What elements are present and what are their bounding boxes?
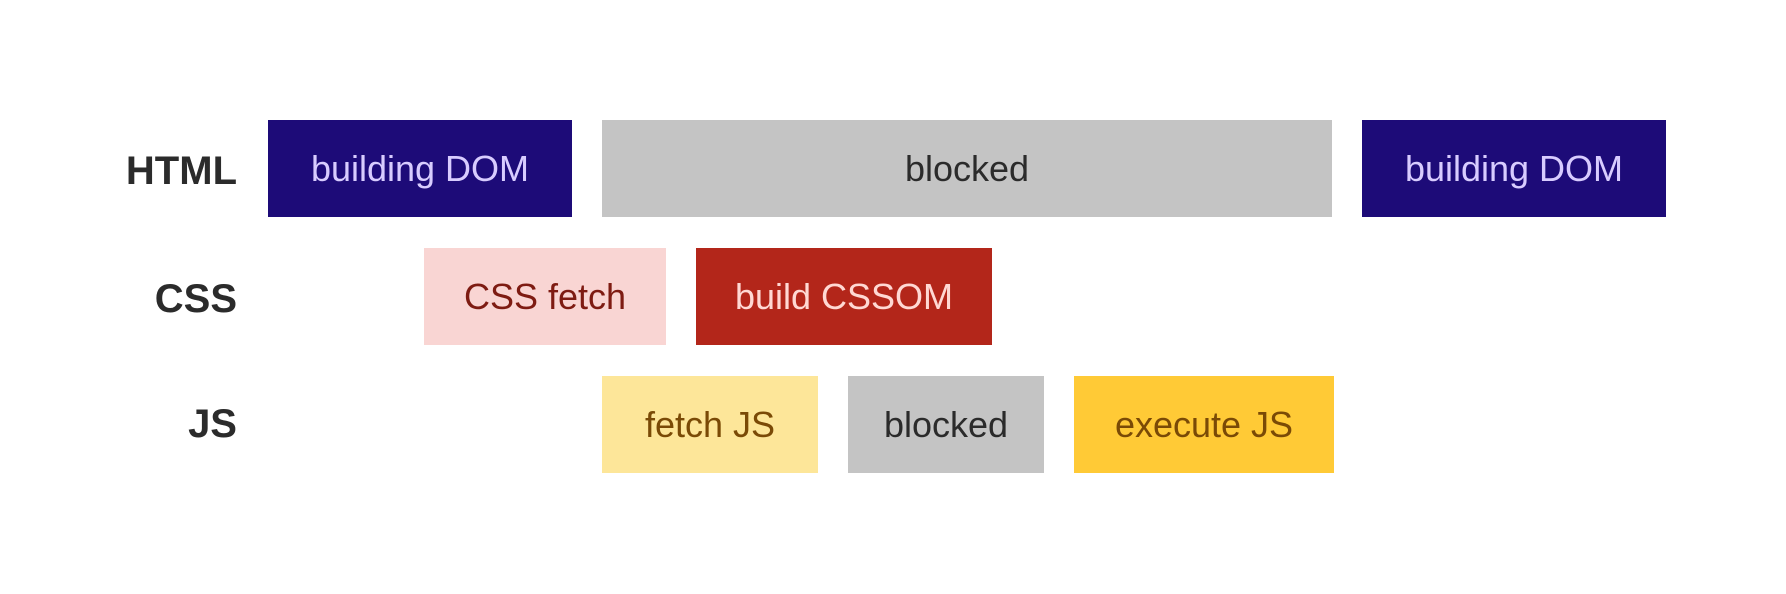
build-cssom-label: build CSSOM xyxy=(734,275,954,317)
html-blocked-label: blocked xyxy=(904,147,1030,189)
row-label-html: HTML xyxy=(125,149,237,193)
html-blocked-block: blocked xyxy=(602,120,1332,217)
build-cssom-block: build CSSOM xyxy=(696,248,992,345)
fetch-js-block: fetch JS xyxy=(602,376,818,473)
html-building-dom-block-1: building DOM xyxy=(268,120,572,217)
css-fetch-label: CSS fetch xyxy=(463,275,627,317)
css-fetch-block: CSS fetch xyxy=(424,248,666,345)
js-blocked-block: blocked xyxy=(848,376,1044,473)
row-label-css: CSS xyxy=(154,277,237,321)
js-blocked-label: blocked xyxy=(883,403,1009,445)
row-label-js: JS xyxy=(188,402,237,446)
html-building-dom-label-2: building DOM xyxy=(1404,147,1624,189)
execute-js-label: execute JS xyxy=(1114,403,1294,445)
html-building-dom-label-1: building DOM xyxy=(310,147,530,189)
execute-js-block: execute JS xyxy=(1074,376,1334,473)
fetch-js-label: fetch JS xyxy=(644,403,776,445)
html-building-dom-block-2: building DOM xyxy=(1362,120,1666,217)
